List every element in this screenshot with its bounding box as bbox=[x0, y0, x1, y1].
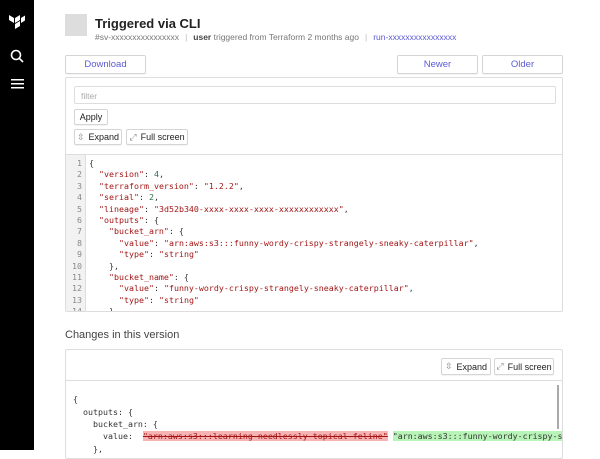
added-value: "arn:aws:s3:::funny-wordy-crispy-st bbox=[392, 431, 562, 441]
line-number: 14 bbox=[72, 306, 82, 312]
older-button[interactable]: Older bbox=[482, 55, 563, 74]
code-line: "lineage": "3d52b340-xxxx-xxxx-xxxx-xxxx… bbox=[99, 203, 349, 214]
code-line: "type": "string" bbox=[118, 294, 199, 305]
code-line: "serial": 2, bbox=[99, 192, 159, 203]
code-line: "terraform_version": "1.2.2", bbox=[99, 180, 244, 191]
line-number: 2 bbox=[77, 169, 82, 180]
code-line: "bucket_arn": { bbox=[108, 226, 184, 237]
line-number: 10 bbox=[72, 260, 82, 271]
download-button[interactable]: Download bbox=[65, 55, 146, 74]
changes-expand-button[interactable]: ⇳Expand bbox=[441, 358, 491, 375]
fullscreen-icon: ⤢ bbox=[496, 361, 504, 371]
line-number: 9 bbox=[77, 249, 82, 260]
menu-icon[interactable] bbox=[7, 73, 27, 93]
expand-icon: ⇳ bbox=[444, 361, 453, 371]
fullscreen-icon: ⤢ bbox=[129, 131, 137, 142]
line-number: 4 bbox=[77, 192, 82, 203]
diff-line: }, bbox=[73, 444, 103, 454]
newer-button[interactable]: Newer bbox=[397, 55, 478, 74]
user-name: user bbox=[193, 32, 212, 42]
line-number: 1 bbox=[77, 158, 82, 168]
changes-fullscreen-button[interactable]: ⤢Full screen bbox=[494, 358, 554, 375]
fullscreen-button[interactable]: ⤢Full screen bbox=[126, 129, 188, 145]
trigger-text: triggered from Terraform 2 months ago bbox=[213, 32, 359, 42]
code-line: }, bbox=[89, 260, 119, 271]
avatar bbox=[65, 14, 87, 36]
code-line: } bbox=[89, 306, 114, 312]
line-number: 6 bbox=[77, 215, 82, 225]
line-number: 12 bbox=[72, 283, 82, 294]
scrollbar[interactable] bbox=[557, 385, 559, 429]
code-line: { bbox=[89, 158, 94, 168]
expand-icon: ⇳ bbox=[76, 131, 85, 142]
expand-button[interactable]: ⇳Expand bbox=[74, 129, 122, 145]
diff-line: { bbox=[73, 394, 78, 404]
changes-panel: ⇳Expand ⤢Full screen { outputs: { bucket… bbox=[65, 349, 563, 459]
sidebar bbox=[0, 0, 34, 450]
code-line: "value": "funny-wordy-crispy-strangely-s… bbox=[118, 283, 414, 294]
line-number: 11 bbox=[72, 272, 82, 282]
terraform-logo[interactable] bbox=[7, 12, 27, 32]
search-icon[interactable] bbox=[7, 46, 27, 66]
line-number: 5 bbox=[77, 203, 82, 214]
code-line: "bucket_name": { bbox=[108, 272, 189, 282]
removed-value: "arn:aws:s3:::learning-needlessly-topica… bbox=[142, 431, 388, 441]
line-number: 13 bbox=[72, 294, 82, 305]
diff-line: outputs: { bbox=[73, 407, 133, 417]
filter-input[interactable]: filter bbox=[74, 86, 556, 104]
line-number: 3 bbox=[77, 180, 82, 191]
line-number: 7 bbox=[77, 226, 82, 237]
code-line: "value": "arn:aws:s3:::funny-wordy-crisp… bbox=[118, 237, 479, 248]
code-line: "version": 4, bbox=[99, 169, 164, 180]
page-title: Triggered via CLI bbox=[95, 16, 201, 31]
state-id: #sv-xxxxxxxxxxxxxxxx bbox=[95, 32, 180, 42]
diff-view: { outputs: { bucket_arn: { value: "arn:a… bbox=[66, 380, 562, 458]
line-number: 8 bbox=[77, 237, 82, 248]
state-meta: #sv-xxxxxxxxxxxxxxxx|user triggered from… bbox=[95, 32, 457, 42]
apply-button[interactable]: Apply bbox=[74, 109, 108, 125]
diff-line: value: "arn:aws:s3:::learning-needlessly… bbox=[73, 431, 562, 441]
diff-line: bucket_arn: { bbox=[73, 419, 158, 429]
code-line: "outputs": { bbox=[99, 215, 159, 225]
code-line: "type": "string" bbox=[118, 249, 199, 260]
run-link[interactable]: run-xxxxxxxxxxxxxxxx bbox=[373, 32, 457, 42]
changes-heading: Changes in this version bbox=[65, 329, 180, 341]
